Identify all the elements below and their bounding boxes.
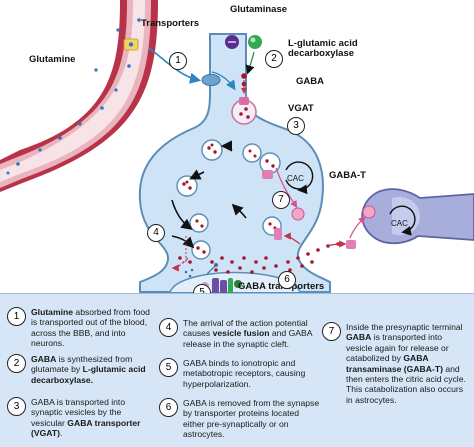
label-gad-line1: L-glutamic acid [288, 38, 358, 49]
legend-bold-term: GABA [346, 332, 372, 343]
legend-panel: 1 Glutamine absorbed from food is transp… [0, 293, 474, 447]
label-transporters: Transporters [141, 18, 200, 29]
gad-enzyme [248, 35, 262, 49]
step-marker-3: 3 [287, 117, 305, 135]
synaptic-vesicles [176, 139, 282, 236]
legend-num-3: 3 [7, 397, 26, 416]
legend-text-6: GABA is removed from the synapse by tran… [183, 398, 320, 440]
legend-item-5: 5 GABA binds to ionotropic and metabotro… [159, 358, 322, 389]
legend-num-4: 4 [159, 318, 178, 337]
label-glutaminase: Glutaminase [230, 4, 288, 15]
label-gaba: GABA [296, 76, 324, 87]
legend-text-3: GABA is transported into synaptic vesicl… [31, 397, 141, 439]
cac-cycle-astrocyte [389, 205, 416, 236]
label-gad-line2: decarboxylase [288, 48, 355, 59]
step-marker-2: 2 [265, 50, 283, 68]
legend-bold-term: L-glutamic acid decarboxylase. [31, 364, 146, 385]
glutaminase-enzyme [225, 35, 239, 49]
cac-cycle-presynaptic [285, 161, 314, 195]
label-cac-presynaptic: CAC [287, 174, 304, 183]
legend-bold-term: vesicle fusion [212, 328, 270, 339]
legend-item-7: 7 Inside the presynaptic terminal GABA i… [322, 322, 470, 405]
blood-vessel [0, 0, 158, 192]
label-vgat: VGAT [288, 103, 314, 114]
legend-text-2: GABA is synthesized from glutamate by L-… [31, 354, 146, 385]
legend-text-5: GABA binds to ionotropic and metabotropi… [183, 358, 306, 389]
legend-num-7: 7 [322, 322, 341, 341]
legend-num-1: 1 [7, 307, 26, 326]
legend-item-4: 4 The arrival of the action potential ca… [159, 318, 322, 349]
gaba-in-cleft [178, 242, 340, 274]
legend-bold-term: GABA transaminase (GABA-T) [346, 353, 443, 374]
legend-text-1: Glutamine absorbed from food is transpor… [31, 307, 150, 349]
legend-num-2: 2 [7, 354, 26, 373]
vgat-vesicle [231, 97, 257, 125]
label-glutamine: Glutamine [29, 54, 76, 65]
step-marker-1: 1 [169, 52, 187, 70]
gaba-receptors [201, 263, 242, 294]
legend-num-6: 6 [159, 398, 178, 417]
step-marker-7: 7 [272, 191, 290, 209]
legend-item-1: 1 Glutamine absorbed from food is transp… [7, 307, 157, 349]
label-gaba-t: GABA-T [329, 170, 366, 181]
step-marker-4: 4 [147, 224, 165, 242]
gaba-transporter-proteins [274, 228, 356, 249]
presynaptic-neuron [138, 33, 331, 293]
label-cac-astrocyte: CAC [391, 219, 408, 228]
legend-text-4: The arrival of the action potential caus… [183, 318, 312, 349]
step-marker-6: 6 [278, 271, 296, 289]
legend-item-6: 6 GABA is removed from the synapse by tr… [159, 398, 322, 440]
legend-bold-term: GABA [31, 354, 57, 364]
legend-bold-term: GABA transporter (VGAT) [31, 417, 141, 439]
legend-bold-term: Glutamine [31, 307, 74, 317]
legend-item-3: 3 GABA is transported into synaptic vesi… [7, 397, 157, 439]
legend-item-2: 2 GABA is synthesized from glutamate by … [7, 354, 157, 385]
legend-text-7: Inside the presynaptic terminal GABA is … [346, 322, 466, 405]
legend-num-5: 5 [159, 358, 178, 377]
